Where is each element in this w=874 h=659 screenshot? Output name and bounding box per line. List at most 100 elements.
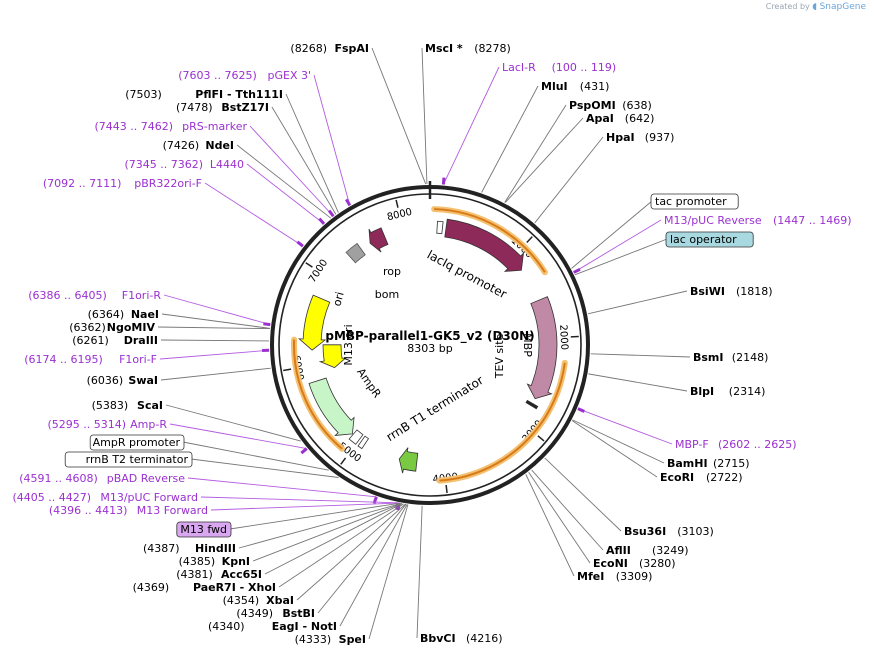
site-name: tac promoter xyxy=(655,195,727,208)
leader-line xyxy=(572,419,665,464)
site-position: (6174 .. 6195) xyxy=(24,353,103,366)
site-label-lac-operator[interactable]: lac operator xyxy=(665,231,754,248)
site-label-apai[interactable]: ApaI(642) xyxy=(586,112,654,125)
site-label-box xyxy=(64,451,193,468)
site-label-paer7i-xhoi[interactable]: PaeR7I - XhoI(4369) xyxy=(133,581,276,594)
site-name: SwaI xyxy=(128,374,158,387)
site-label-draiii[interactable]: DraIII(6261) xyxy=(72,334,158,347)
site-label-pbad-reverse[interactable]: pBAD Reverse(4591 .. 4608) xyxy=(19,472,185,485)
site-name: ApaI xyxy=(586,112,614,125)
site-label-mbp-f[interactable]: MBP-F(2602 .. 2625) xyxy=(675,438,797,451)
site-label-bsu36i[interactable]: Bsu36I(3103) xyxy=(624,525,714,538)
site-label-naei[interactable]: NaeI(6364) xyxy=(88,308,159,321)
site-label-m13-forward[interactable]: M13 Forward(4396 .. 4413) xyxy=(49,504,208,517)
site-label-l4440[interactable]: L4440(7345 .. 7362) xyxy=(124,158,244,171)
site-label-ndei[interactable]: NdeI(7426) xyxy=(163,139,234,152)
site-name: EcoRI xyxy=(660,471,694,484)
site-label-pgex-3-[interactable]: pGEX 3'(7603 .. 7625) xyxy=(178,69,311,82)
site-label-kpni[interactable]: KpnI(4385) xyxy=(179,555,250,568)
feature-ampr[interactable] xyxy=(308,377,355,436)
feature-bom[interactable] xyxy=(345,242,366,264)
feature-rrnb-t1-terminator[interactable] xyxy=(398,447,419,474)
site-label-bbvci[interactable]: BbvCI(4216) xyxy=(420,632,503,645)
feature-rop[interactable] xyxy=(368,227,389,253)
feature-ampr-promoter[interactable] xyxy=(348,429,364,445)
leader-line xyxy=(571,200,653,269)
feature-ori[interactable] xyxy=(298,294,331,351)
site-label-ngomiv[interactable]: NgoMIV(6362) xyxy=(69,321,155,334)
leader-line xyxy=(163,294,271,326)
site-label-f1ori-f[interactable]: F1ori-F(6174 .. 6195) xyxy=(24,353,157,366)
site-label-ampr-promoter[interactable]: AmpR promoter xyxy=(89,434,185,451)
site-label-bamhi[interactable]: BamHI(2715) xyxy=(667,457,750,470)
watermark-brand: SnapGene xyxy=(819,2,866,12)
site-label-hindiii[interactable]: HindIII(4387) xyxy=(143,542,236,555)
watermark-prefix: Created by xyxy=(765,2,810,11)
site-label-m13-fwd[interactable]: M13 fwd xyxy=(176,521,232,538)
site-position: (7345 .. 7362) xyxy=(124,158,203,171)
site-position: (3103) xyxy=(677,525,714,538)
feature-tev-site[interactable] xyxy=(525,399,539,410)
leader-line xyxy=(271,106,337,215)
site-name: MBP-F xyxy=(675,438,709,451)
site-label-swai[interactable]: SwaI(6036) xyxy=(87,374,158,387)
site-name: HindIII xyxy=(195,542,236,555)
site-label-bsiwi[interactable]: BsiWI(1818) xyxy=(690,285,773,298)
site-label-laci-r[interactable]: LacI-R(100 .. 119) xyxy=(502,61,616,74)
site-label-bsmi[interactable]: BsmI(2148) xyxy=(693,351,768,364)
site-position: (2314) xyxy=(729,385,766,398)
site-label-aflii[interactable]: AflII(3249) xyxy=(606,544,689,557)
site-label-mlui[interactable]: MluI(431) xyxy=(541,80,609,93)
site-name: NdeI xyxy=(205,139,234,152)
site-label-msci-[interactable]: MscI *(8278) xyxy=(425,42,511,55)
site-label-blpi[interactable]: BlpI(2314) xyxy=(690,385,765,398)
site-position: (1818) xyxy=(736,285,773,298)
site-label-acc65i[interactable]: Acc65I(4381) xyxy=(176,568,262,581)
site-label-prs-marker[interactable]: pRS-marker(7443 .. 7462) xyxy=(94,120,247,133)
tick-mark xyxy=(283,368,292,372)
tick-label: 7000 xyxy=(307,258,330,285)
site-name: M13/pUC Reverse xyxy=(664,214,762,227)
leader-line xyxy=(573,219,662,273)
site-label-bstz17i[interactable]: BstZ17I(7478) xyxy=(176,101,269,114)
feature-laciq-promoter[interactable] xyxy=(436,220,444,235)
leader-line xyxy=(317,503,407,614)
primer-mark xyxy=(296,240,304,248)
feature-mbp[interactable] xyxy=(526,296,558,400)
site-label-pbr322ori-f[interactable]: pBR322ori-F(7092 .. 7111) xyxy=(43,177,202,190)
leader-line xyxy=(285,93,339,213)
site-label-mfei[interactable]: MfeI(3309) xyxy=(577,570,652,583)
feature-laci[interactable] xyxy=(444,218,525,272)
site-position: (4385) xyxy=(179,555,216,568)
site-label-f1ori-r[interactable]: F1ori-R(6386 .. 6405) xyxy=(28,289,161,302)
orange-arcs xyxy=(291,206,568,484)
leader-line xyxy=(574,238,668,276)
site-position: (8278) xyxy=(474,42,511,55)
site-label-spei[interactable]: SpeI(4333) xyxy=(295,633,366,646)
feature-f1-ori[interactable] xyxy=(318,344,348,369)
site-label-m13-puc-reverse[interactable]: M13/pUC Reverse(1447 .. 1469) xyxy=(664,214,852,227)
feature-rrnb-t2-terminator[interactable] xyxy=(357,435,370,450)
site-label-ecori[interactable]: EcoRI(2722) xyxy=(660,471,743,484)
site-label-fspai[interactable]: FspAI(8268) xyxy=(290,42,369,55)
site-label-scai[interactable]: ScaI(5383) xyxy=(92,399,163,412)
site-name: EagI - NotI xyxy=(272,620,337,633)
site-label-pspomi[interactable]: PspOMI(638) xyxy=(569,99,652,112)
site-position: (4591 .. 4608) xyxy=(19,472,98,485)
site-label-eagi-noti[interactable]: EagI - NotI(4340) xyxy=(208,620,337,633)
feature-label: rrnB T1 terminator xyxy=(384,373,486,444)
site-name: NaeI xyxy=(131,308,159,321)
site-label-hpai[interactable]: HpaI(937) xyxy=(606,131,674,144)
site-name: MfeI xyxy=(577,570,604,583)
site-label-bstbi[interactable]: BstBI(4349) xyxy=(236,607,315,620)
leader-line xyxy=(236,144,332,219)
site-label-tac-promoter[interactable]: tac promoter xyxy=(650,193,739,210)
site-label-xbai[interactable]: XbaI(4354) xyxy=(223,594,294,607)
site-label-econi[interactable]: EcoNI(3280) xyxy=(593,557,676,570)
tick-mark xyxy=(395,199,399,208)
site-label-m13-puc-forward[interactable]: M13/pUC Forward(4405 .. 4427) xyxy=(12,491,198,504)
leader-line xyxy=(504,104,567,203)
site-label-amp-r[interactable]: Amp-R(5295 .. 5314) xyxy=(47,418,167,431)
site-label-rrnb-t2-terminator[interactable]: rrnB T2 terminator xyxy=(64,451,193,468)
site-label-pflfi-tth111i[interactable]: PflFI - Tth111I(7503) xyxy=(125,88,283,101)
